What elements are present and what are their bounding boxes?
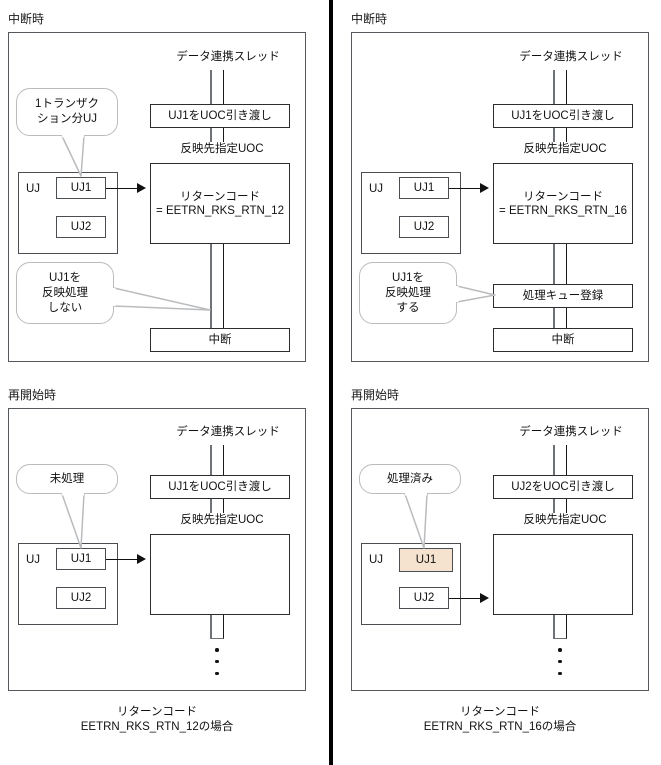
callout-processed-br: 処理済み — [359, 464, 461, 494]
callout-tail-tr-bottom — [455, 282, 497, 306]
uj-item-br-0: UJ1 — [399, 548, 453, 572]
uoc-box-tr: リターンコード = EETRN_RKS_RTN_16 — [493, 163, 633, 244]
uj-item-tl-0: UJ1 — [56, 177, 106, 199]
terminal-box-tr: 中断 — [493, 328, 633, 352]
arrow-head-br — [480, 593, 489, 603]
uj-group-label-tl: UJ — [26, 183, 41, 195]
uj-item-br-1: UJ2 — [399, 587, 449, 609]
panel-bottom-right-title: 再開始時 — [351, 388, 400, 402]
arrow-head-tl — [137, 183, 146, 193]
lifeline-bl-1 — [210, 445, 224, 475]
uoc-label-tl: 反映先指定UOC — [180, 143, 264, 155]
lifeline-br-2 — [553, 499, 567, 513]
thread-label-bl: データ連携スレッド — [176, 426, 280, 438]
lifeline-bl-3 — [210, 615, 224, 639]
callout-do-reflect-tr: UJ1を 反映処理 する — [359, 262, 457, 324]
lifeline-tr-1 — [553, 70, 567, 104]
caption-bl: リターンコード EETRN_RKS_RTN_12の場合 — [80, 706, 234, 733]
uj-item-tr-0: UJ1 — [399, 177, 449, 199]
callout-unprocessed-bl: 未処理 — [16, 464, 118, 494]
handoff-box-tl: UJ1をUOC引き渡し — [150, 104, 290, 128]
uj-group-label-tr: UJ — [369, 183, 384, 195]
handoff-box-tr: UJ1をUOC引き渡し — [493, 104, 633, 128]
callout-tail-bl-top — [58, 492, 98, 550]
panel-bottom-left-title: 再開始時 — [8, 388, 57, 402]
panel-bottom-right: 再開始時 データ連携スレッド UJ2をUOC引き渡し 反映先指定UOC UJ U… — [331, 380, 661, 765]
uj-item-tr-1: UJ2 — [399, 216, 449, 238]
callout-transaction-tl: 1トランザク ション分UJ — [16, 88, 118, 136]
panel-top-left-title: 中断時 — [8, 12, 45, 26]
uj-item-bl-1: UJ2 — [56, 587, 106, 609]
vertical-ellipsis-bl — [215, 648, 219, 675]
thread-label-br: データ連携スレッド — [519, 426, 623, 438]
uoc-box-bl — [150, 534, 290, 615]
uoc-label-bl: 反映先指定UOC — [180, 514, 264, 526]
queue-box-tr: 処理キュー登録 — [493, 284, 633, 308]
arrow-head-bl — [137, 554, 146, 564]
handoff-box-br: UJ2をUOC引き渡し — [493, 475, 633, 499]
panel-top-right-title: 中断時 — [351, 12, 388, 26]
arrow-line-bl — [106, 559, 138, 560]
uj-item-bl-0: UJ1 — [56, 548, 106, 570]
panel-top-left: 中断時 データ連携スレッド UJ1をUOC引き渡し 反映先指定UOC リターンコ… — [0, 0, 330, 380]
uoc-label-br: 反映先指定UOC — [523, 514, 607, 526]
uj-group-label-bl: UJ — [26, 554, 41, 566]
caption-br: リターンコード EETRN_RKS_RTN_16の場合 — [423, 706, 577, 733]
lifeline-bl-2 — [210, 499, 224, 513]
panel-bottom-left: 再開始時 データ連携スレッド UJ1をUOC引き渡し 反映先指定UOC UJ U… — [0, 380, 330, 765]
vertical-ellipsis-br — [558, 648, 562, 675]
arrow-head-tr — [480, 183, 489, 193]
panel-top-right: 中断時 データ連携スレッド UJ1をUOC引き渡し 反映先指定UOC リターンコ… — [331, 0, 661, 380]
uoc-box-tl: リターンコード = EETRN_RKS_RTN_12 — [150, 163, 290, 244]
lifeline-tl-2 — [210, 128, 224, 142]
terminal-box-tl: 中断 — [150, 328, 290, 352]
callout-tail-tl-bottom — [112, 280, 212, 316]
handoff-box-bl: UJ1をUOC引き渡し — [150, 475, 290, 499]
arrow-line-tl — [106, 188, 138, 189]
lifeline-tr-3 — [553, 244, 567, 284]
uj-item-tl-1: UJ2 — [56, 216, 106, 238]
arrow-line-tr — [449, 188, 481, 189]
thread-label-tl: データ連携スレッド — [176, 51, 280, 63]
uoc-box-br — [493, 534, 633, 615]
callout-tail-tl-top — [58, 134, 98, 178]
callout-no-reflect-tl: UJ1を 反映処理 しない — [16, 262, 114, 324]
arrow-line-br — [449, 598, 481, 599]
uj-group-label-br: UJ — [369, 554, 384, 566]
callout-tail-br-top — [401, 492, 441, 550]
lifeline-tl-3 — [210, 244, 224, 328]
lifeline-br-3 — [553, 615, 567, 639]
thread-label-tr: データ連携スレッド — [519, 51, 623, 63]
lifeline-tl-1 — [210, 70, 224, 104]
lifeline-tr-4 — [553, 308, 567, 328]
vertical-divider — [329, 0, 333, 765]
lifeline-tr-2 — [553, 128, 567, 142]
lifeline-br-1 — [553, 445, 567, 475]
uoc-label-tr: 反映先指定UOC — [523, 143, 607, 155]
